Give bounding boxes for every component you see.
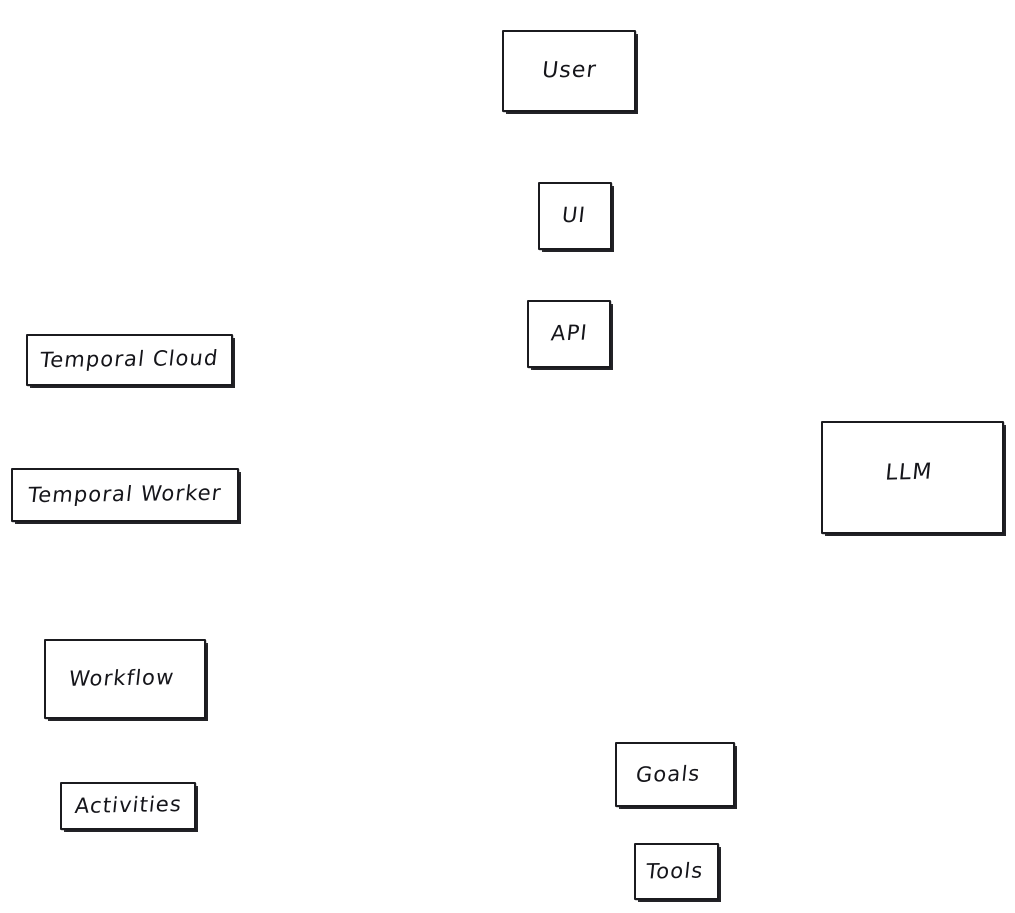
node-temporal-worker[interactable]: Temporal Worker [11, 468, 239, 522]
node-label: Tools [644, 858, 705, 884]
node-api[interactable]: API [527, 300, 611, 368]
node-llm[interactable]: LLM [821, 421, 1004, 534]
node-user[interactable]: User [502, 30, 636, 112]
node-workflow[interactable]: Workflow [44, 639, 206, 719]
node-label: Goals [634, 760, 702, 787]
node-label: LLM [884, 459, 934, 486]
node-label: Workflow [68, 665, 177, 691]
node-label: Temporal Cloud [39, 345, 221, 373]
node-ui[interactable]: UI [538, 182, 612, 250]
node-temporal-cloud[interactable]: Temporal Cloud [26, 334, 233, 386]
node-tools[interactable]: Tools [634, 843, 719, 900]
node-label: UI [560, 202, 588, 228]
clipped-header-text [250, 0, 770, 3]
node-label: User [540, 57, 598, 83]
node-label: Activities [73, 791, 183, 819]
node-label: Temporal Worker [26, 480, 224, 508]
node-label: API [549, 320, 589, 346]
node-goals[interactable]: Goals [615, 742, 735, 807]
node-activities[interactable]: Activities [60, 782, 196, 830]
